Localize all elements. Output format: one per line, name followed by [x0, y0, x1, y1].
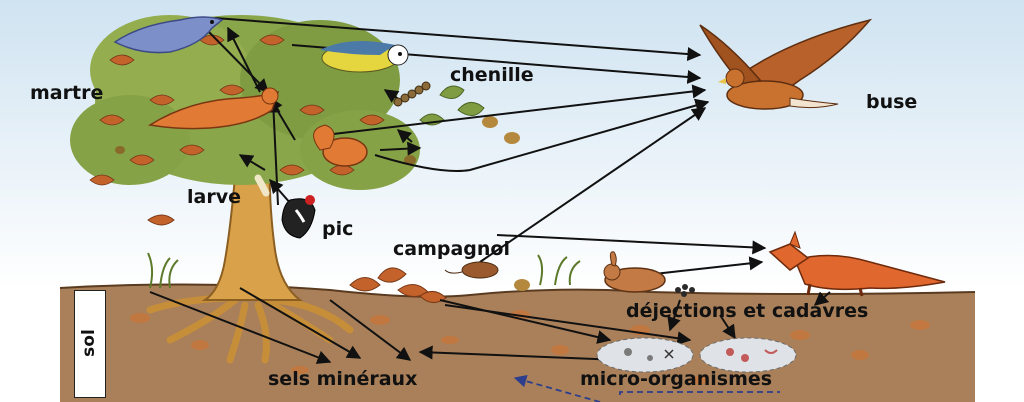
microorganism-icon [596, 337, 797, 373]
label-micro-organismes: micro-organismes [580, 368, 773, 390]
tree-roots [146, 294, 354, 364]
label-dejections: déjections et cadavres [626, 300, 869, 322]
hawk-icon [699, 18, 873, 110]
dashed-return-arrow [513, 375, 780, 402]
label-sol: sol [79, 329, 99, 357]
woodpecker-icon [281, 195, 316, 239]
tree-trunk [201, 139, 303, 301]
ground-leaves [147, 214, 447, 303]
label-sels-mineraux: sels minéraux [268, 368, 418, 390]
grass-tufts [147, 252, 581, 289]
caterpillar-icon [393, 81, 431, 107]
larva-icon [254, 174, 270, 197]
label-pic: pic [322, 218, 354, 240]
label-larve: larve [187, 186, 241, 208]
oak-leaves [89, 34, 385, 186]
droppings-icon [675, 284, 695, 297]
rabbit-icon [603, 251, 666, 293]
squirrel-icon [313, 124, 368, 167]
label-campagnol: campagnol [393, 238, 510, 260]
soil-legend-box [74, 290, 106, 398]
label-buse: buse [866, 91, 918, 113]
marten-icon [147, 87, 280, 130]
vole-icon [444, 261, 499, 279]
label-chenille: chenille [450, 64, 534, 86]
acorn-icon [115, 116, 530, 291]
soil-legend: sol [74, 290, 104, 396]
blue-tit-icon [320, 41, 409, 73]
jay-bird-icon [113, 16, 224, 54]
fox-icon [768, 230, 946, 297]
label-martre: martre [30, 82, 104, 104]
